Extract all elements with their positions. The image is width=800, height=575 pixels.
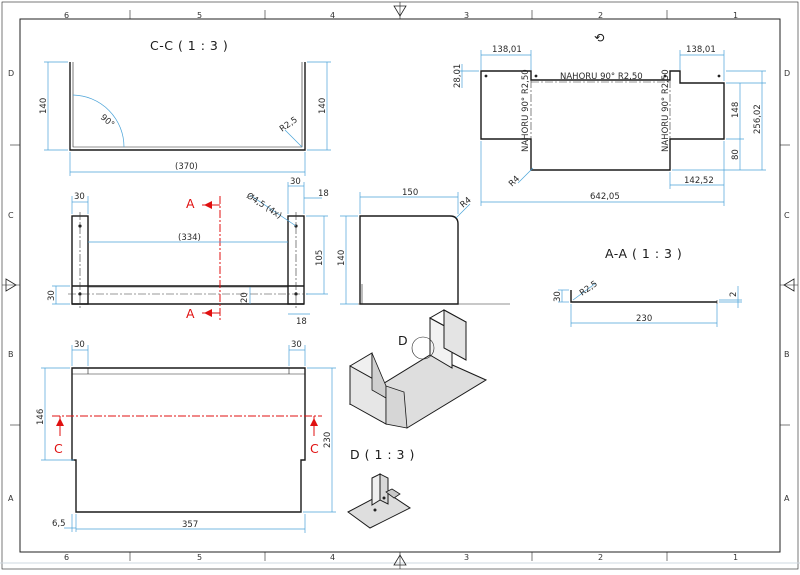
side-dim-height: 140 [337,250,347,266]
centering-mark-bottom [393,552,407,569]
zone-col-4-bottom: 4 [330,553,335,562]
zone-row-d-right: D [784,69,790,78]
cc-dim-radius: R2,5 [278,115,300,134]
view-section-cc: C-C ( 1 : 3 ) 140 140 (370) 90° R2,5 [39,38,331,176]
flat-dim-r4: R4 [507,174,522,189]
top-dim-left-65: 6,5 [52,519,66,529]
zone-col-6-bottom: 6 [64,553,69,562]
section-aa-title: A-A ( 1 : 3 ) [605,246,682,261]
flat-dim-left-width: 138,01 [492,45,522,55]
aa-dim-radius: R2,5 [578,279,600,298]
front-dim-bottom-18: 18 [296,317,307,327]
view-section-aa: A-A ( 1 : 3 ) 30 R2,5 2 230 [553,246,742,327]
side-dim-radius: R4 [459,195,474,210]
flat-dim-h148: 148 [731,102,741,118]
view-detail-d: D ( 1 : 3 ) [347,447,415,529]
front-dim-left-h30: 30 [47,290,57,301]
zone-col-1-top: 1 [733,11,738,20]
flat-dim-w142: 142,52 [684,176,714,186]
zone-col-5-bottom: 5 [197,553,202,562]
top-dim-left-30: 30 [74,340,85,350]
flat-dim-h256: 256,02 [753,104,763,134]
front-dim-hole: Ø4,5 (4x) [244,190,284,221]
aa-dim-h30: 30 [553,291,563,302]
flat-bend-label-left: NAHORU 90° R2,50 [521,69,531,152]
cc-dim-height-right: 140 [318,98,328,114]
flat-bend-label-top: NAHORU 90° R2,50 [560,72,643,82]
section-a-mark-bottom: A [186,306,195,321]
rotation-mark: ⟲ [594,30,605,45]
view-isometric: D [348,309,488,429]
zone-row-b-left: B [8,350,14,359]
front-dim-right-18: 18 [318,189,329,199]
zone-col-2-bottom: 2 [598,553,603,562]
centering-mark-right [780,278,798,292]
zone-col-4-top: 4 [330,11,335,20]
zone-row-c-left: C [8,211,14,220]
zone-col-5-top: 5 [197,11,202,20]
flat-bend-label-right: NAHORU 90° R2,50 [661,69,671,152]
side-dim-width: 150 [402,188,418,198]
centering-mark-top [393,2,407,19]
top-dim-h146: 146 [36,409,46,425]
zone-row-a-left: A [8,494,14,503]
zone-row-c-right: C [784,211,790,220]
detail-d-title: D ( 1 : 3 ) [350,447,415,462]
zone-row-d-left: D [8,69,14,78]
aa-dim-width: 230 [636,314,652,324]
top-dim-h230: 230 [323,432,333,448]
front-dim-left-30: 30 [74,192,85,202]
view-top: C C 30 30 146 230 6,5 357 [36,340,336,533]
aa-dim-thickness: 2 [729,292,739,297]
flat-dim-h28: 28,01 [453,64,463,88]
cc-dim-width: (370) [175,162,198,172]
view-side: 150 140 R4 [337,188,510,305]
zone-col-3-top: 3 [464,11,469,20]
zone-row-a-right: A [784,494,790,503]
flat-dim-h80: 80 [731,149,741,160]
flat-dim-w642: 642,05 [590,192,620,202]
zone-col-1-bottom: 1 [733,553,738,562]
view-front: A A 30 30 18 Ø4,5 (4x) (334) 105 30 20 1… [47,177,329,327]
front-dim-h105: 105 [315,250,325,266]
section-cc-title: C-C ( 1 : 3 ) [150,38,228,53]
front-dim-h20: 20 [240,292,250,303]
zone-row-b-right: B [784,350,790,359]
front-dim-inner: (334) [178,233,201,243]
zone-col-2-top: 2 [598,11,603,20]
section-a-mark-top: A [186,196,195,211]
centering-mark-left [2,278,20,292]
flat-dim-right-width: 138,01 [686,45,716,55]
top-dim-width: 357 [182,520,198,530]
top-dim-right-30: 30 [291,340,302,350]
section-c-mark-right: C [310,441,319,456]
zone-col-3-bottom: 3 [464,553,469,562]
section-c-mark-left: C [54,441,63,456]
front-dim-right-30: 30 [290,177,301,187]
cc-dim-height-left: 140 [39,98,49,114]
zone-col-6-top: 6 [64,11,69,20]
view-flat-pattern: ⟲ NAHORU 90° R2,50 NAHORU 90° R2,50 NAHO… [453,30,766,206]
iso-detail-mark: D [398,333,408,348]
